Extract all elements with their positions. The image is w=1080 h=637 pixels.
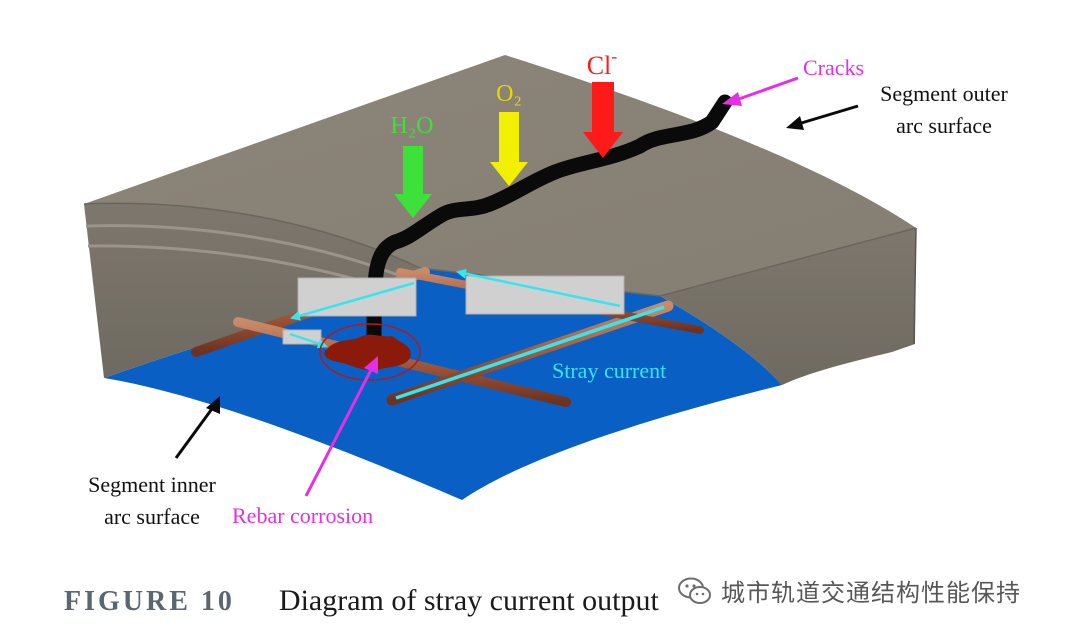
o2-arrow-icon bbox=[490, 112, 528, 186]
cl-superscript: - bbox=[611, 46, 617, 66]
cracks-pointer-icon bbox=[722, 76, 799, 106]
corrosion-blob bbox=[324, 334, 411, 371]
stray-current-label: Stray current bbox=[552, 358, 666, 383]
outer-surface-label-line1: Segment outer bbox=[880, 81, 1008, 106]
corrosion-ellipse bbox=[319, 323, 421, 381]
cut-panel-right bbox=[465, 275, 625, 315]
stray-current-arrow-3 bbox=[289, 332, 328, 349]
stray-current-arrow-1 bbox=[290, 281, 415, 321]
right-side-face bbox=[660, 228, 916, 385]
cl-label: Cl- bbox=[587, 46, 618, 80]
watermark-text: 城市轨道交通结构性能保持 bbox=[721, 579, 1021, 607]
inner-surface-pointer-icon bbox=[174, 396, 220, 459]
outer-surface-pointer-icon bbox=[786, 104, 859, 130]
outer-surface-label-line2: arc surface bbox=[896, 113, 992, 138]
stray-current-arrow-2 bbox=[456, 268, 621, 308]
wechat-logo-icon bbox=[678, 577, 711, 604]
cl-arrow-icon bbox=[583, 82, 623, 158]
inner-surface-label-line1: Segment inner bbox=[88, 472, 216, 497]
top-front-edge bbox=[83, 202, 917, 297]
h2o-label: H₂O bbox=[390, 113, 433, 139]
figure-caption-text: Diagram of stray current output bbox=[278, 584, 659, 617]
outer-arc-surface bbox=[84, 55, 916, 296]
cracks-label: Cracks bbox=[803, 55, 864, 80]
rebar-corrosion-pointer-icon bbox=[304, 356, 378, 497]
watermark: 城市轨道交通结构性能保持 bbox=[677, 573, 1021, 608]
figure-number: FIGURE 10 bbox=[64, 586, 235, 617]
rebar-corrosion-label: Rebar corrosion bbox=[232, 503, 373, 528]
stray-current-rebar bbox=[395, 305, 665, 400]
right-side-edge bbox=[913, 227, 917, 345]
figure-caption: FIGURE 10 Diagram of stray current outpu… bbox=[64, 584, 659, 628]
h2o-arrow-icon bbox=[394, 146, 432, 218]
o2-label: O₂ bbox=[496, 81, 522, 107]
crack bbox=[366, 94, 733, 348]
inner-surface-label-line2: arc surface bbox=[104, 504, 200, 529]
